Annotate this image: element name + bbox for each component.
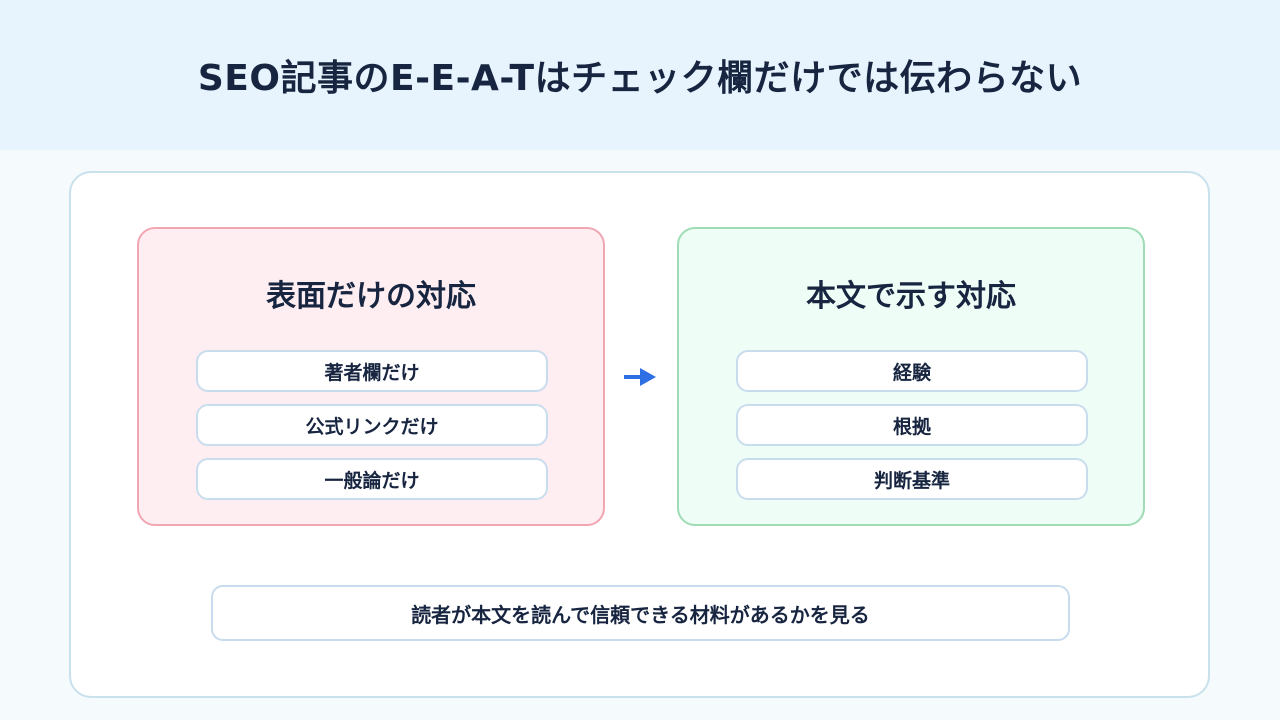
surface-item-generalities: 一般論だけ (196, 458, 548, 500)
body-item-criteria: 判断基準 (736, 458, 1088, 500)
body-item-evidence: 根拠 (736, 404, 1088, 446)
surface-item-official-links: 公式リンクだけ (196, 404, 548, 446)
arrow-right-icon (624, 368, 656, 386)
body-response-card: 本文で示す対応 経験 根拠 判断基準 (677, 227, 1145, 526)
surface-response-card: 表面だけの対応 著者欄だけ 公式リンクだけ 一般論だけ (137, 227, 605, 526)
body-response-title: 本文で示す対応 (806, 279, 1016, 314)
body-item-experience: 経験 (736, 350, 1088, 392)
surface-response-title: 表面だけの対応 (266, 279, 476, 314)
page-title: SEO記事のE-E-A-Tはチェック欄だけでは伝わらない (197, 58, 1083, 99)
header-banner: SEO記事のE-E-A-Tはチェック欄だけでは伝わらない (0, 0, 1280, 150)
surface-item-author-field: 著者欄だけ (196, 350, 548, 392)
conclusion-box: 読者が本文を読んで信頼できる材料があるかを見る (211, 585, 1070, 641)
